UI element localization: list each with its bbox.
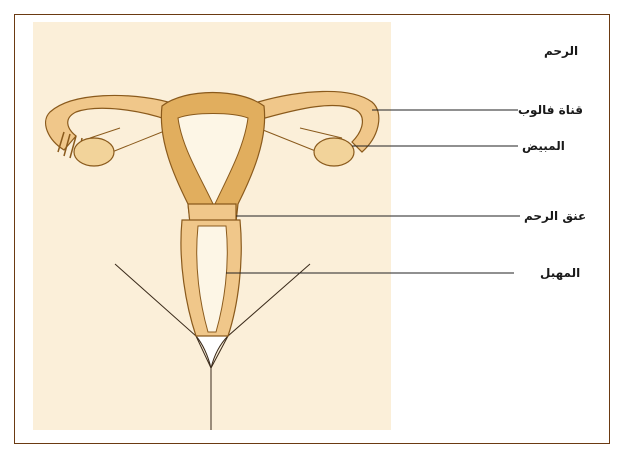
label-ovary: المبيض	[522, 139, 565, 153]
ovary-left	[74, 138, 114, 166]
ovary-right	[314, 138, 354, 166]
label-vagina: المهبل	[540, 266, 580, 280]
label-uterus: الرحم	[544, 44, 578, 58]
label-fallopian-tube: قناة فالوب	[518, 103, 583, 117]
label-cervix: عنق الرحم	[524, 209, 586, 223]
